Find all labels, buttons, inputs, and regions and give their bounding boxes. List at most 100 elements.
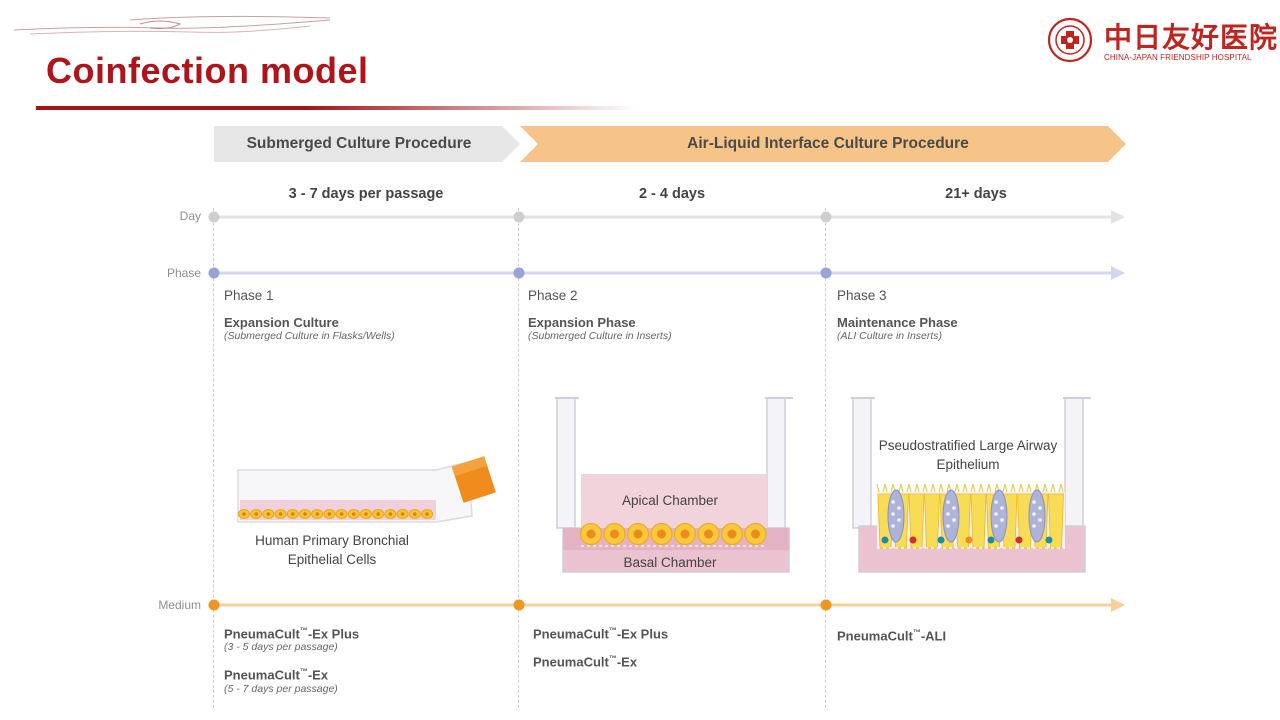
- cell-nucleus: [364, 512, 368, 516]
- phase2-name: Expansion Phase: [528, 315, 636, 330]
- cilia: [964, 483, 968, 493]
- cilia: [994, 483, 998, 493]
- cell-nucleus: [303, 512, 307, 516]
- medium-item: PneumaCult™-Ex: [224, 667, 329, 683]
- medium-dot: [820, 599, 832, 611]
- apical-chamber-label: Apical Chamber: [621, 493, 719, 508]
- ali-banner-shape: [520, 126, 1126, 162]
- epithelial-cell: [970, 493, 987, 549]
- cell-nucleus: [633, 529, 643, 539]
- cilia: [1002, 483, 1006, 493]
- medium-arrow-icon: [1111, 598, 1125, 612]
- granule: [1038, 518, 1042, 522]
- hospital-name-english: CHINA-JAPAN FRIENDSHIP HOSPITAL: [1104, 53, 1252, 62]
- day-axis-label: Day: [179, 209, 201, 223]
- cilia: [946, 483, 950, 493]
- medium-item: PneumaCult™-Ex: [533, 654, 638, 670]
- basal-chamber-label: Basal Chamber: [623, 555, 717, 570]
- cilia: [970, 483, 974, 493]
- granule: [891, 524, 895, 528]
- cilia: [1052, 483, 1056, 493]
- cilia: [1026, 483, 1030, 493]
- phase2-subtitle: (Submerged Culture in Inserts): [528, 330, 672, 342]
- day-dot: [513, 211, 525, 223]
- granule: [1032, 512, 1036, 516]
- cell-nucleus: [413, 512, 417, 516]
- cilia: [962, 483, 966, 493]
- cell-nucleus: [1015, 536, 1023, 544]
- phase1-number: Phase 1: [224, 288, 274, 303]
- medium-dot: [513, 599, 525, 611]
- cell-nucleus: [266, 512, 271, 516]
- cilia: [988, 483, 992, 493]
- cilia: [980, 483, 984, 493]
- cilia: [932, 483, 936, 493]
- granule: [1038, 506, 1042, 510]
- medium-note: (3 - 5 days per passage): [224, 641, 338, 654]
- phase1-info: Phase 1 Expansion Culture (Submerged Cul…: [224, 288, 395, 342]
- day-dot: [208, 211, 220, 223]
- epithelial-cell: [1017, 493, 1033, 549]
- cell-nucleus: [278, 512, 283, 516]
- phase2-number: Phase 2: [528, 288, 578, 303]
- phase-dot: [513, 267, 525, 279]
- cilia: [922, 483, 926, 493]
- phase1-media: PneumaCult™-Ex Plus (3 - 5 days per pass…: [224, 626, 359, 695]
- cilia: [986, 483, 990, 493]
- cilia: [1010, 483, 1014, 493]
- epithelial-cell: [1048, 493, 1064, 549]
- cilia: [1018, 483, 1022, 493]
- phase-arrow-icon: [1111, 266, 1125, 280]
- granule: [994, 500, 998, 504]
- cell-nucleus: [987, 536, 995, 544]
- cell-nucleus: [965, 536, 973, 544]
- phase3-media: PneumaCult™-ALI: [837, 628, 946, 643]
- cell-nucleus: [657, 529, 666, 539]
- cell-nucleus: [1045, 536, 1053, 544]
- cell-nucleus: [400, 512, 405, 516]
- cell-nucleus: [881, 536, 889, 544]
- hospital-name-chinese: 中日友好医院: [1104, 21, 1279, 54]
- cilia: [1042, 483, 1046, 493]
- period-phase2: 2 - 4 days: [638, 186, 706, 202]
- cilia: [900, 483, 904, 493]
- period-phase3: 21+ days: [945, 186, 1007, 202]
- cell-nucleus: [327, 512, 332, 516]
- cell-nucleus: [352, 512, 356, 516]
- day-dot: [820, 211, 832, 223]
- cilia: [882, 483, 886, 493]
- cell-nucleus: [315, 512, 319, 516]
- cilia: [978, 483, 982, 493]
- procedure-banner: [214, 126, 1126, 162]
- cell-nucleus: [610, 529, 619, 539]
- cilia: [938, 483, 942, 493]
- cilia: [940, 483, 944, 493]
- submerged-procedure-label: Submerged Culture Procedure: [246, 135, 472, 152]
- phase3-number: Phase 3: [837, 288, 887, 303]
- medium-dot: [208, 599, 220, 611]
- cilia: [906, 483, 910, 493]
- granule: [946, 524, 950, 528]
- granule: [994, 512, 998, 516]
- period-phase1: 3 - 7 days per passage: [288, 186, 444, 202]
- goblet-cell: [887, 489, 905, 543]
- epithelium-caption: Pseudostratified Large Airway Epithelium: [878, 438, 1058, 472]
- granule: [891, 512, 895, 516]
- cell-nucleus: [254, 512, 258, 516]
- insert-ali-illustration: [851, 397, 1091, 573]
- phase1-subtitle: (Submerged Culture in Flasks/Wells): [224, 330, 395, 342]
- cilia: [1004, 483, 1008, 493]
- insert-submerged-illustration: [555, 397, 793, 573]
- phase-axis-label: Phase: [166, 266, 201, 280]
- granule: [952, 506, 956, 510]
- submerged-banner-shape: [214, 126, 520, 162]
- cell-nucleus: [339, 512, 344, 516]
- granule: [946, 512, 950, 516]
- cell-nucleus: [680, 529, 690, 539]
- granule: [1032, 524, 1036, 528]
- cilia: [898, 483, 902, 493]
- phase-dot: [208, 267, 220, 279]
- ali-procedure-label: Air-Liquid Interface Culture Procedure: [687, 135, 969, 152]
- cilia: [1020, 483, 1024, 493]
- granule: [891, 500, 895, 504]
